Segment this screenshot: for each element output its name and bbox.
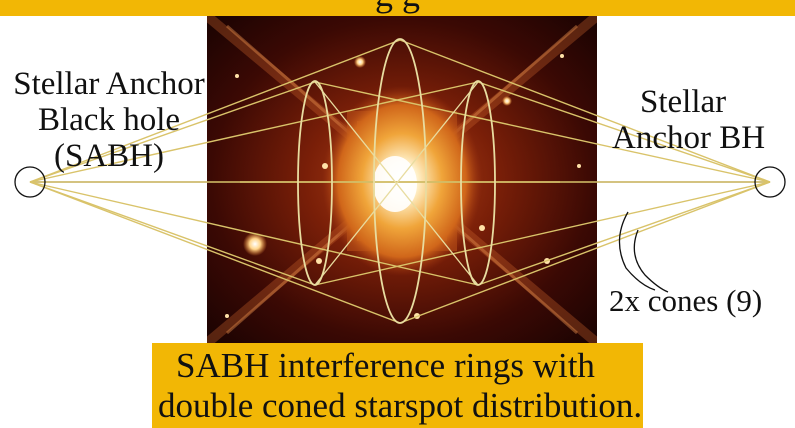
caption-line1: SABH interference rings with <box>176 346 595 385</box>
left-label-line3: (SABH) <box>53 138 164 174</box>
inner-cross-lines <box>314 81 479 286</box>
nebula-image <box>207 16 597 343</box>
cones-pointer-curve-1 <box>618 211 656 291</box>
right-anchor-label: Stellar Anchor BH <box>612 84 765 156</box>
top-banner-text: g g <box>0 0 795 14</box>
ring-left <box>297 80 333 286</box>
caption-line2: double coned starspot distribution. <box>158 386 643 425</box>
caption-box: SABH interference rings with double cone… <box>152 343 643 428</box>
left-label-line1: Stellar Anchor <box>13 66 205 102</box>
left-label-line2: Black hole <box>37 102 181 138</box>
nebula-picture <box>207 16 597 343</box>
left-anchor-circle <box>14 166 46 198</box>
left-anchor-label: Stellar Anchor Black hole (SABH) <box>4 66 214 174</box>
right-label-line2: Anchor BH <box>612 120 766 156</box>
interference-rings <box>297 38 496 324</box>
right-label-line1: Stellar <box>640 84 727 120</box>
cones-label: 2x cones (9) <box>609 283 763 318</box>
top-banner: g g <box>0 0 795 16</box>
right-cone-lines <box>240 39 771 324</box>
ring-center <box>373 38 427 324</box>
ring-right <box>460 80 496 286</box>
cones-pointer-curve-2 <box>633 229 669 293</box>
right-anchor-circle <box>754 166 786 198</box>
